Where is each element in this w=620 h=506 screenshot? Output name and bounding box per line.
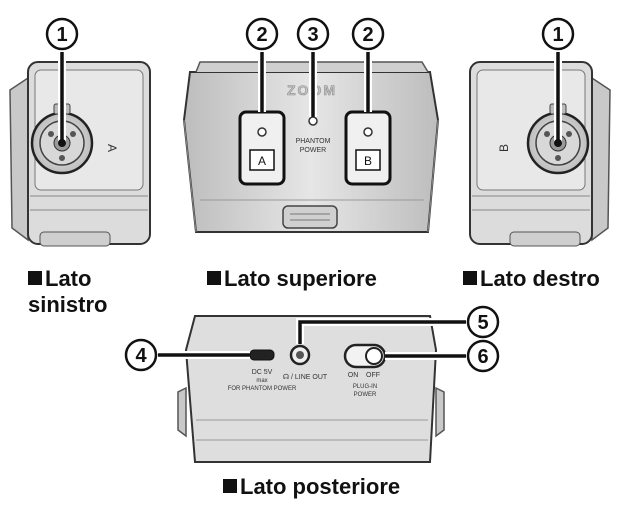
line-out-label: ☊ / LINE OUT bbox=[283, 373, 328, 381]
callout-number-1-left: 1 bbox=[56, 24, 67, 46]
caption-left-side: Lato sinistro bbox=[28, 266, 107, 318]
caption-left-line2: sinistro bbox=[28, 292, 108, 317]
callout-badge-5 bbox=[466, 305, 500, 339]
caption-back-text: Lato posteriore bbox=[240, 474, 401, 499]
plugin-label-line1: PLUG-IN bbox=[353, 384, 377, 390]
button-b[interactable] bbox=[355, 149, 381, 171]
callout-number-2a: 2 bbox=[256, 24, 267, 46]
left-side-view: A 1 bbox=[9, 17, 151, 247]
switch-off-label: OFF bbox=[366, 372, 380, 379]
xlr-pin bbox=[59, 155, 65, 161]
rear-left-mount bbox=[177, 386, 187, 438]
xlr-pin bbox=[555, 155, 561, 161]
callout-badge-3 bbox=[296, 17, 330, 51]
callout-number-3: 3 bbox=[307, 24, 318, 46]
caption-top-side: Lato superiore bbox=[207, 266, 377, 292]
caption-bullet bbox=[223, 479, 237, 493]
left-side-mount bbox=[9, 76, 29, 242]
input-label-b: B bbox=[497, 144, 511, 152]
callout-badge-6 bbox=[466, 339, 500, 373]
input-label-a: A bbox=[105, 144, 119, 152]
right-side-foot bbox=[509, 231, 581, 247]
caption-rear-side: Lato posteriore bbox=[223, 474, 400, 500]
usb-port bbox=[249, 349, 275, 361]
usb-label-line2: max bbox=[256, 378, 267, 384]
xlr-pin bbox=[544, 131, 550, 137]
callout-number-5: 5 bbox=[477, 312, 488, 334]
callout-badge-2b bbox=[351, 17, 385, 51]
grip-lines bbox=[290, 213, 330, 221]
caption-right-text: Lato destro bbox=[480, 266, 600, 291]
left-side-foot bbox=[39, 231, 111, 247]
xlr-pin bbox=[566, 131, 572, 137]
leader-dot-1-right bbox=[554, 139, 562, 147]
input-button-frame-a bbox=[238, 110, 286, 186]
caption-right-side: Lato destro bbox=[463, 266, 600, 292]
phantom-label-line1: PHANTOM bbox=[296, 138, 331, 145]
right-side-view: B 1 bbox=[469, 17, 611, 247]
top-view: ZOOM A B PHANTOM POWER 2 3 2 bbox=[182, 17, 440, 233]
right-side-grooves bbox=[472, 195, 590, 211]
right-side-mount bbox=[591, 76, 611, 242]
rear-view: DC 5V max FOR PHANTOM POWER ☊ / LINE OUT… bbox=[124, 305, 500, 463]
xlr-pin bbox=[48, 131, 54, 137]
phantom-led bbox=[308, 116, 318, 126]
input-button-frame-b bbox=[344, 110, 392, 186]
caption-bullet bbox=[207, 271, 221, 285]
button-b-label: B bbox=[364, 154, 372, 168]
callout-badge-4 bbox=[124, 338, 158, 372]
plugin-label-line2: POWER bbox=[354, 392, 377, 398]
leader-dot-1-left bbox=[58, 139, 66, 147]
left-side-grooves bbox=[30, 195, 148, 211]
callout-badge-1-left bbox=[45, 17, 79, 51]
callout-number-6: 6 bbox=[477, 346, 488, 368]
usb-label-line1: DC 5V bbox=[252, 369, 273, 376]
rear-grooves bbox=[196, 419, 428, 441]
headphone-jack-hole bbox=[296, 351, 304, 359]
callout-badge-2a bbox=[245, 17, 279, 51]
caption-top-text: Lato superiore bbox=[224, 266, 377, 291]
callout-number-4: 4 bbox=[135, 345, 147, 367]
rear-right-mount bbox=[435, 386, 445, 438]
caption-bullet bbox=[463, 271, 477, 285]
usb-label-line3: FOR PHANTOM POWER bbox=[228, 386, 297, 392]
leader-line-5 bbox=[298, 320, 466, 344]
switch-knob bbox=[365, 347, 383, 365]
callout-number-2b: 2 bbox=[362, 24, 373, 46]
callout-number-1-right: 1 bbox=[552, 24, 563, 46]
caption-bullet bbox=[28, 271, 42, 285]
top-front-grip bbox=[282, 205, 338, 229]
top-side-contours bbox=[183, 119, 439, 233]
phantom-label-line2: POWER bbox=[300, 147, 326, 154]
button-a-label: A bbox=[258, 154, 266, 168]
caption-left-line1: Lato bbox=[45, 266, 92, 291]
xlr-pin bbox=[70, 131, 76, 137]
switch-on-label: ON bbox=[348, 372, 359, 379]
button-a[interactable] bbox=[249, 149, 275, 171]
led-b bbox=[363, 127, 373, 137]
led-a bbox=[257, 127, 267, 137]
callout-badge-1-right bbox=[541, 17, 575, 51]
